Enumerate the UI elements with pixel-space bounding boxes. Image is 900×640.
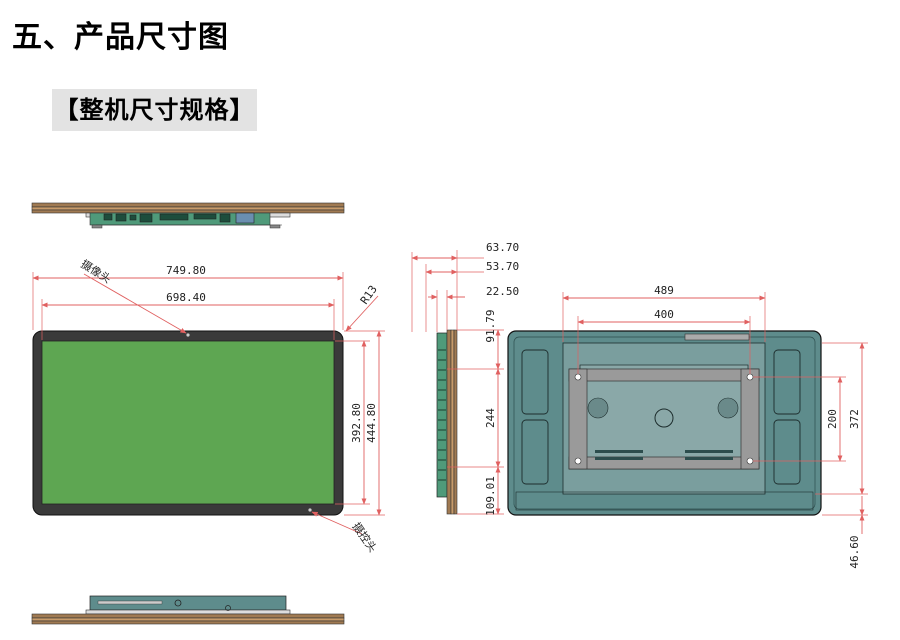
page-heading: 五、产品尺寸图	[12, 20, 229, 55]
dim-depth-body: 53.70	[486, 260, 519, 273]
section-subheading: 【整机尺寸规格】	[52, 89, 257, 131]
top-view	[31, 202, 345, 229]
front-view: 749.80 698.40 392.80 444.80 摄像头 R13 摄控头	[32, 257, 385, 555]
sensor-dot	[308, 508, 312, 512]
dim-mount-outer: 489	[654, 284, 674, 297]
bottom-view	[31, 595, 345, 625]
sensor-label: 摄控头	[350, 520, 380, 555]
dim-mount-inner: 400	[654, 308, 674, 321]
dim-offset-bottom: 109.01	[484, 476, 497, 516]
front-screen	[41, 340, 335, 505]
dim-depth-total: 63.70	[486, 241, 519, 254]
dim-depth-front: 22.50	[486, 285, 519, 298]
camera-label: 摄像头	[78, 257, 113, 286]
dim-bottom-offset: 46.60	[848, 535, 861, 568]
dim-width-inner: 698.40	[166, 291, 206, 304]
rear-view: 489 400 200 372 46.60	[507, 284, 868, 569]
side-view: 63.70 53.70 22.50 91.79 244 109.01	[411, 241, 519, 516]
dim-vesa-v-side: 244	[484, 408, 497, 428]
dim-vesa-v-rear: 200	[826, 409, 839, 429]
dim-width-outer: 749.80	[166, 264, 206, 277]
dim-height-inner: 392.80	[350, 403, 363, 443]
dim-mount-height: 372	[848, 409, 861, 429]
dim-radius: R13	[358, 283, 380, 307]
dim-height-outer: 444.80	[365, 403, 378, 443]
camera-dot	[186, 333, 190, 337]
dim-offset-top: 91.79	[484, 309, 497, 342]
